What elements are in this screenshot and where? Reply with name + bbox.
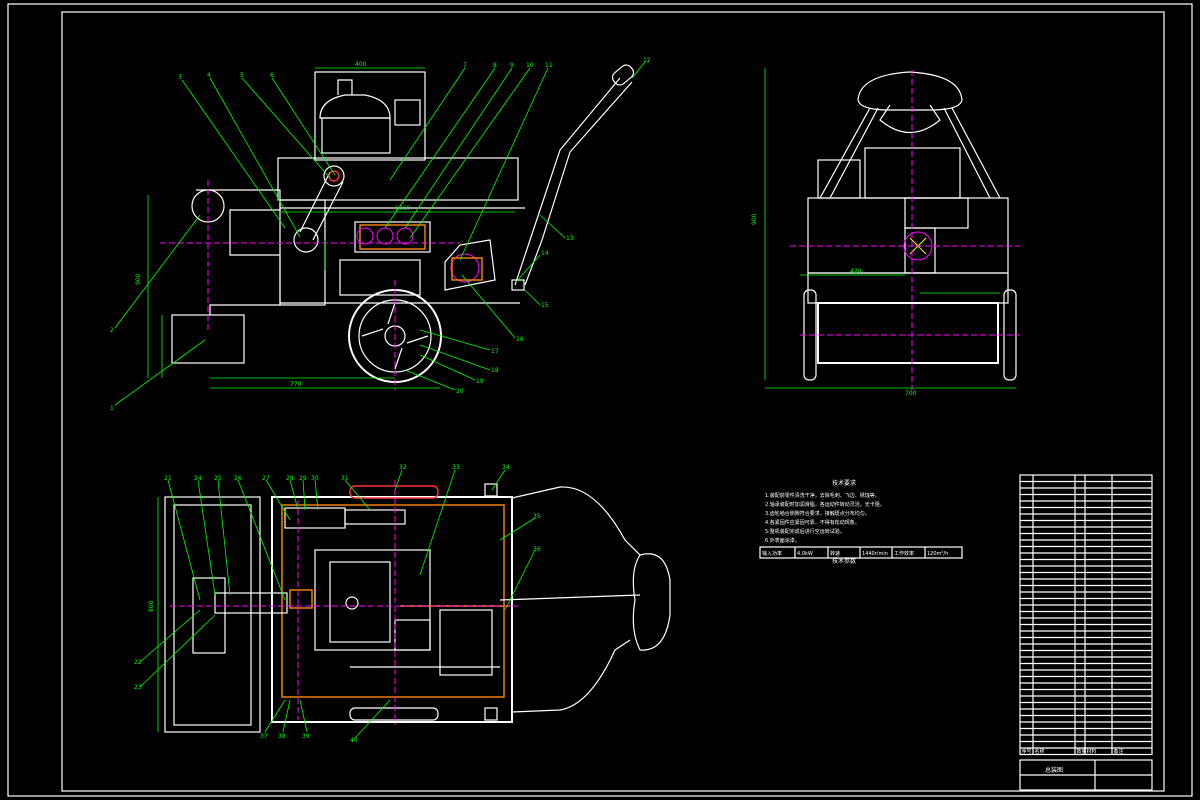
callout-32: 32 [399,464,407,471]
callout-15: 15 [541,302,549,309]
bom-header: 名称 [1035,748,1045,755]
top-view: 800 [139,469,671,739]
bom-header: 数量 [1077,748,1087,755]
callout-23: 23 [134,684,142,691]
tech-req-line-5: 5.整机装配完成后进行空运转试验。 [765,528,845,535]
callout-10: 10 [526,62,534,69]
sheet-border-inner [61,11,1165,792]
callout-27: 27 [262,475,270,482]
svg-text:420: 420 [850,268,862,275]
callout-37: 37 [260,733,268,740]
front-view-callouts: 1 2 3 4 5 6 7 8 9 10 11 12 13 14 15 16 1… [110,57,651,412]
callout-18: 18 [491,367,499,374]
technical-requirements: 技术要求 1.装配前零件清洗干净，去除毛刺、飞边、锈蚀等。 2.轴承装配时加润滑… [765,479,885,544]
svg-text:1060: 1060 [395,205,410,212]
spec-cell-3: 转速 [830,550,840,557]
front-view: 400 1060 770 900 [114,61,646,406]
callout-33: 33 [452,464,460,471]
callout-40: 40 [350,737,358,744]
spec-cell-6: 120m²/h [927,551,948,557]
tech-req-line-2: 2.轴承装配时加润滑脂，各运动件转动灵活，无卡阻。 [765,501,885,508]
svg-text:770: 770 [290,381,302,388]
svg-text:900: 900 [135,273,142,285]
callout-21: 21 [164,475,172,482]
callout-22: 22 [134,659,142,666]
spec-cell-2: 4.0kW [797,551,813,557]
callout-24: 24 [194,475,202,482]
callout-34: 34 [502,464,510,471]
bom-header: 序号 [1022,748,1032,755]
spec-table: 技术参数 输入功率 4.0kW 转速 1440r/min 工作效率 120m²/… [759,546,963,565]
spec-cell-5: 工作效率 [894,550,914,557]
callout-16: 16 [516,336,524,343]
bom-header: 材料 [1087,748,1097,755]
callout-4: 4 [207,72,211,79]
end-view: 900 700 420 [751,68,1020,397]
callout-12: 12 [643,57,651,64]
spec-cell-1: 输入功率 [762,550,782,557]
callout-38: 38 [278,733,286,740]
svg-text:900: 900 [751,213,758,225]
callout-8: 8 [493,62,497,69]
svg-text:800: 800 [148,600,155,612]
tech-req-line-4: 4.各紧固件应紧固可靠，不得有松动现象。 [765,519,860,526]
tech-req-line-6: 6.外表面涂漆。 [765,537,800,544]
top-view-callouts: 21 22 23 24 25 26 27 28 29 30 31 32 33 3… [134,464,541,744]
spec-table-title: 技术参数 [832,557,856,565]
callout-3: 3 [178,74,182,81]
callout-17: 17 [491,348,499,355]
callout-30: 30 [311,475,319,482]
spec-cell-4: 1440r/min [862,551,888,557]
callout-29: 29 [299,475,307,482]
title-block: 总装图 [1019,759,1153,791]
svg-text:400: 400 [355,61,367,68]
callout-36: 36 [533,546,541,553]
callout-26: 26 [234,475,242,482]
bom-header: 备注 [1114,748,1124,755]
callout-35: 35 [533,513,541,520]
callout-14: 14 [541,250,549,257]
callout-28: 28 [286,475,294,482]
callout-13: 13 [566,235,574,242]
bill-of-materials: 序号名称 数量材料 备注 [1019,474,1153,756]
callout-25: 25 [214,475,222,482]
tech-req-line-3: 3.齿轮啮合侧隙符合要求，接触斑点分布均匀。 [765,510,870,517]
callout-2: 2 [110,327,114,334]
sheet-border-outer [7,3,1193,797]
callout-6: 6 [270,72,274,79]
tech-requirements-title: 技术要求 [832,479,856,487]
callout-31: 31 [341,475,349,482]
callout-1: 1 [110,405,114,412]
bom-frame [1019,474,1153,756]
callout-11: 11 [545,62,553,69]
callout-19: 19 [476,378,484,385]
callout-7: 7 [463,62,467,69]
title-block-name: 总装图 [1045,766,1063,774]
callout-9: 9 [510,62,514,69]
callout-39: 39 [302,733,310,740]
svg-text:700: 700 [905,390,917,397]
callout-20: 20 [456,388,464,395]
tech-req-line-1: 1.装配前零件清洗干净，去除毛刺、飞边、锈蚀等。 [765,492,880,499]
callout-5: 5 [240,72,244,79]
